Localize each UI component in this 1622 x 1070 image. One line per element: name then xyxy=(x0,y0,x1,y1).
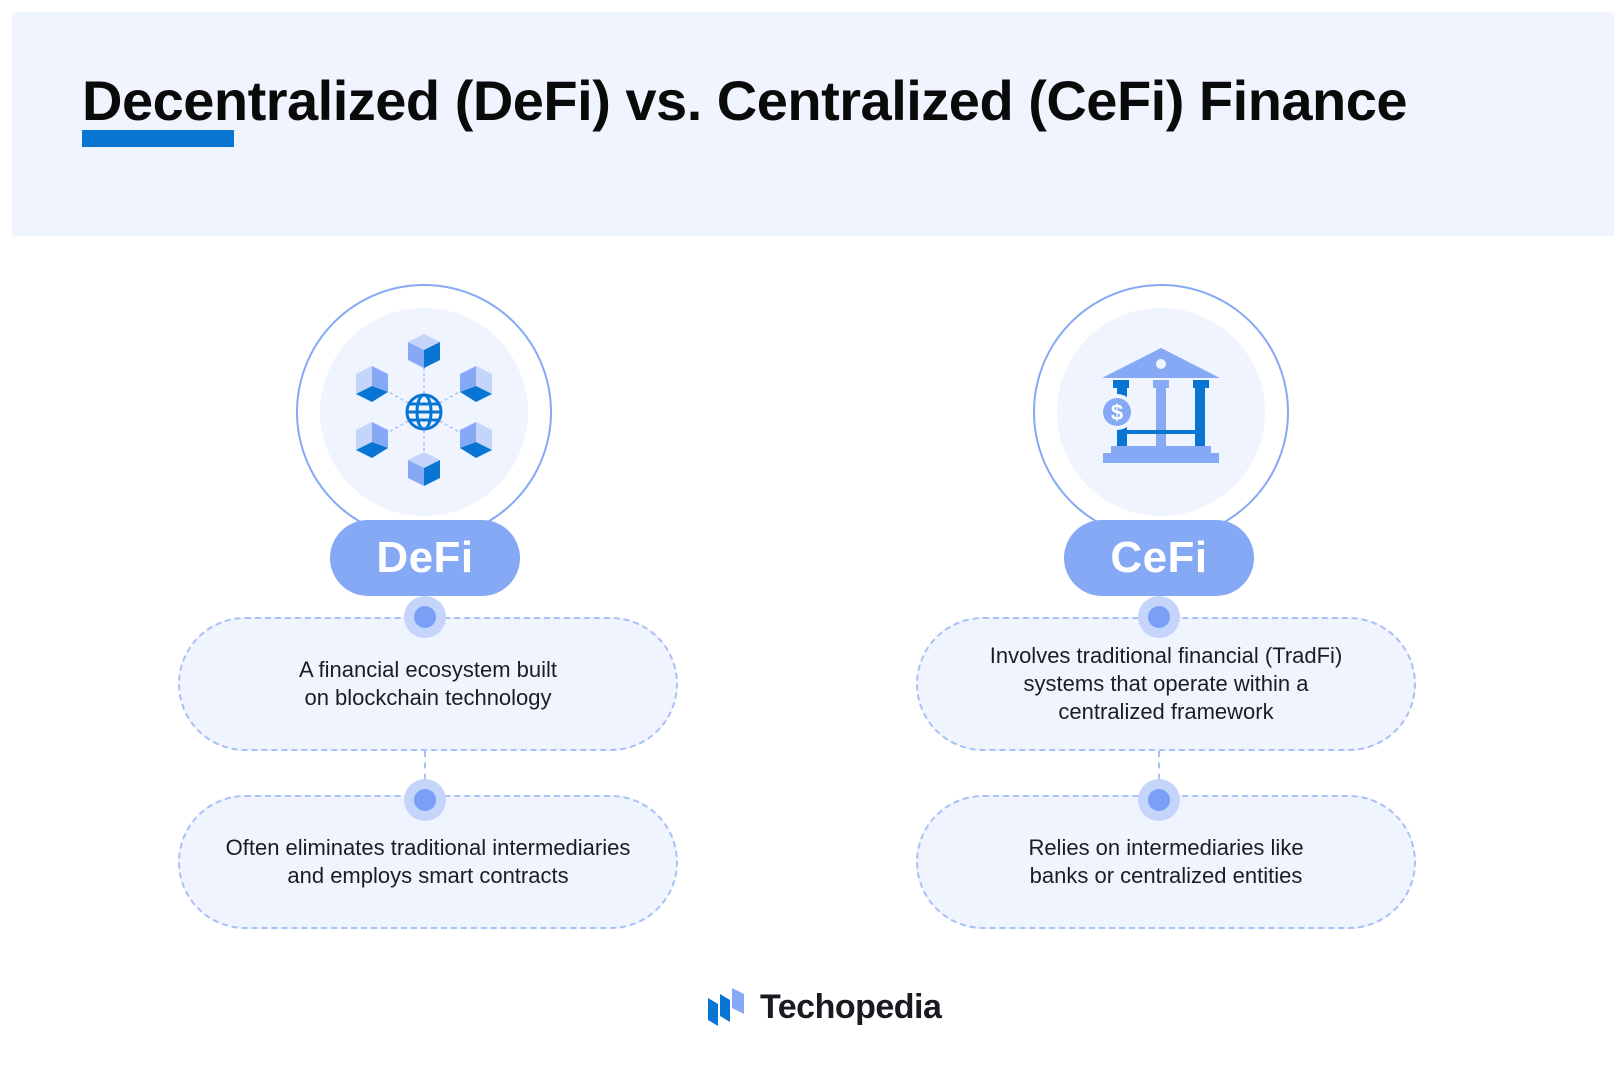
defi-icon-circle xyxy=(320,308,528,516)
cefi-point-card-1: Involves traditional financial (TradFi) … xyxy=(916,617,1416,751)
cefi-icon-circle: $ xyxy=(1057,308,1265,516)
timeline-dot xyxy=(404,596,446,638)
svg-text:$: $ xyxy=(1111,400,1123,425)
techopedia-logo: Techopedia xyxy=(706,986,942,1028)
globe-icon xyxy=(405,393,443,431)
cefi-icon-ring: $ xyxy=(1033,284,1289,540)
defi-point-card-2: Often eliminates traditional intermediar… xyxy=(178,795,678,929)
defi-icon-ring xyxy=(296,284,552,540)
brand-name: Techopedia xyxy=(760,987,942,1026)
connector-line xyxy=(424,751,426,791)
timeline-dot xyxy=(404,779,446,821)
connector-line xyxy=(1158,751,1160,791)
header-banner xyxy=(12,12,1614,236)
timeline-dot xyxy=(1138,779,1180,821)
cefi-label-pill: CeFi xyxy=(1064,520,1254,596)
defi-label-pill: DeFi xyxy=(330,520,520,596)
cefi-column: $ CeFi Involves traditional financial (T… xyxy=(916,0,1464,1070)
page-title: Decentralized (DeFi) vs. Centralized (Ce… xyxy=(82,69,1408,132)
defi-point-card-1: A financial ecosystem built on blockchai… xyxy=(178,617,678,751)
bank-dollar-icon: $ xyxy=(1099,348,1220,463)
techopedia-logo-icon xyxy=(708,988,744,1026)
defi-column: DeFi A financial ecosystem built on bloc… xyxy=(168,0,688,1070)
blockchain-network-icon xyxy=(356,334,492,486)
title-underline-accent xyxy=(82,130,234,147)
timeline-dot xyxy=(1138,596,1180,638)
